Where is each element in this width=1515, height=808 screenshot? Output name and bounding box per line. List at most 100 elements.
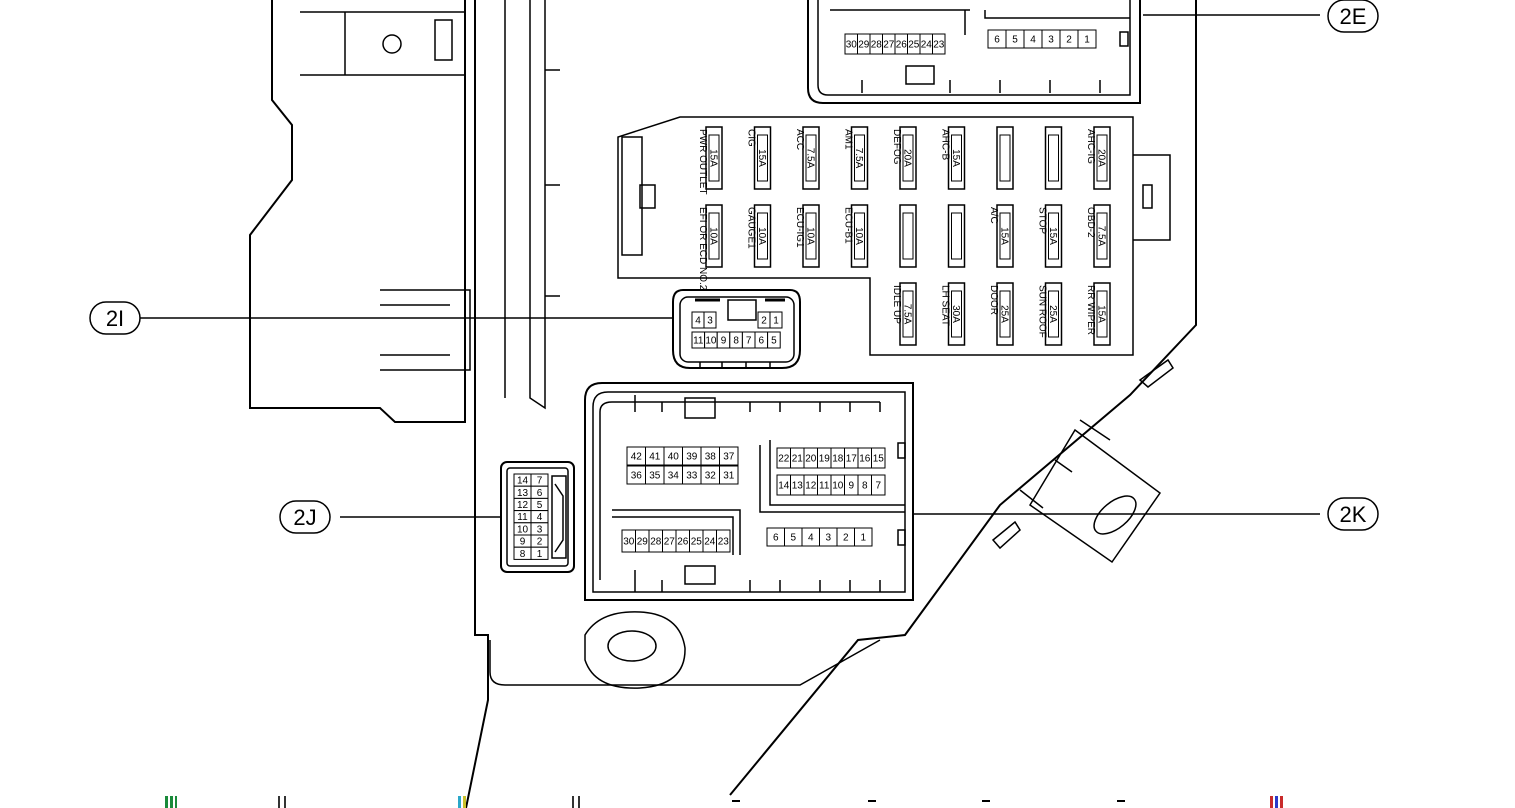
cropped-marks <box>165 796 1283 808</box>
connector-2j-pin-label: 13 <box>517 488 529 499</box>
fuse-element <box>708 134 720 182</box>
fuse-name: ACC <box>794 129 805 150</box>
connector-2k-pin-label: 40 <box>668 452 680 463</box>
fuse-slot <box>947 282 966 346</box>
connector-2k-pin-label: 42 <box>631 452 643 463</box>
fuse-slot <box>753 126 772 190</box>
fuse-rating: 7.5A <box>1096 226 1107 247</box>
connector-2e <box>807 0 1141 104</box>
connector-2k-pin-label: 23 <box>718 537 730 548</box>
fuse-name: GAUGE1 <box>746 207 757 249</box>
connector-2e-pin-label: 27 <box>883 40 895 51</box>
fuse-rating: 20A <box>902 149 913 167</box>
connector-2e-pin-label: 26 <box>896 40 908 51</box>
connector-2k-pin-label: 24 <box>704 537 716 548</box>
fuse-name: IDLE UP <box>891 285 902 324</box>
connector-2k-pin-label: 26 <box>677 537 689 548</box>
fuse-element <box>951 134 962 182</box>
connector-2j-pin-label: 4 <box>537 512 543 523</box>
connector-2k-pin-label: 1 <box>860 533 866 544</box>
connector-2i-pin-cell <box>769 311 783 329</box>
connector-2j-pin-label: 5 <box>537 500 543 511</box>
connector-2k-pin-label: 21 <box>792 454 804 465</box>
fuse-name: AHC-IG <box>1085 129 1096 164</box>
connector-2e-pin-label: 29 <box>858 40 870 51</box>
connector-2k-pin-label: 8 <box>862 481 868 492</box>
fuse-element <box>757 212 768 260</box>
connector-2k-pin-label: 41 <box>649 452 661 463</box>
connector-2i-pin-label: 8 <box>733 336 739 347</box>
connector-2j-pin-label: 1 <box>537 549 543 560</box>
fuse-element <box>902 134 914 182</box>
connector-2i <box>672 289 801 369</box>
connector-2i-pin-cell <box>767 331 781 349</box>
connector-2i-pin-label: 11 <box>693 336 704 347</box>
callout-2j: 2J <box>279 500 331 534</box>
connector-2i-pin-label: 10 <box>705 336 717 347</box>
fuse-rating: 15A <box>950 149 961 167</box>
fuse-name: AM1 <box>843 129 854 150</box>
fuse-slot <box>1093 282 1111 346</box>
fuse-rating: 7.5A <box>853 148 864 169</box>
callout-2i-label: 2I <box>106 306 124 331</box>
fuse-name: A/C <box>988 207 999 224</box>
connector-2i-pin-cell <box>703 311 717 329</box>
fuse-slot <box>899 126 917 190</box>
fuse-element <box>1096 290 1108 338</box>
connector-2e-pin-label: 2 <box>1066 35 1072 46</box>
fuse-name: ECU-IG1 <box>794 207 805 248</box>
fuse-rating: 10A <box>756 227 767 245</box>
fuse-slot <box>802 126 820 190</box>
connector-2k-pin-label: 35 <box>649 471 661 482</box>
callout-2e: 2E <box>1327 0 1379 33</box>
connector-2k-pin-label: 10 <box>832 481 844 492</box>
connector-2k-pin-label: 13 <box>792 481 804 492</box>
connector-2k-pin-label: 27 <box>664 537 676 548</box>
connector-2i-pin-label: 6 <box>759 336 765 347</box>
fuse-slot <box>753 204 772 268</box>
connector-2k-pin-label: 22 <box>778 454 790 465</box>
callout-2j-label: 2J <box>293 505 316 530</box>
fuse-slot <box>947 126 966 190</box>
fuse-element <box>999 290 1011 338</box>
fuse-name: DEFOG <box>891 129 902 165</box>
fuse-element <box>951 212 962 260</box>
fuse-slot <box>899 282 917 346</box>
connector-2j-pin-label: 9 <box>520 537 526 548</box>
fuse-element <box>854 134 865 182</box>
connector-2k-pin-cell <box>854 527 873 547</box>
connector-2e-pin-cell <box>932 33 946 55</box>
callout-2i: 2I <box>89 301 141 335</box>
connector-2j-pin-label: 11 <box>517 512 528 523</box>
fuse-slot <box>996 126 1014 190</box>
connector-2k <box>584 382 914 601</box>
connector-2k-pin-label: 38 <box>705 452 717 463</box>
fuse-slot <box>996 282 1014 346</box>
connector-2k-pin-label: 34 <box>668 471 680 482</box>
fuse-rating: 7.5A <box>902 304 913 325</box>
fuse-name: SUN ROOF <box>1037 285 1048 338</box>
fuse-element <box>902 290 914 338</box>
fuse-element <box>805 134 817 182</box>
connector-2i-pin-label: 9 <box>721 336 727 347</box>
fuse-element <box>951 290 962 338</box>
fuse-rating: 25A <box>1047 305 1058 323</box>
connector-2k-pin-label: 39 <box>686 452 698 463</box>
fuse-panel <box>617 116 1171 356</box>
fuse-name: AHC-B <box>940 129 951 160</box>
fuse-name: STOP <box>1037 207 1048 234</box>
fuse-name: ECU-B1 <box>843 207 854 244</box>
connector-2k-pin-label: 4 <box>808 533 814 544</box>
connector-2j-pin-label: 8 <box>520 549 526 560</box>
fuse-slot <box>705 204 723 268</box>
leader-lines <box>140 14 1320 518</box>
connector-2k-pin-label: 19 <box>819 454 831 465</box>
fuse-element <box>1048 212 1059 260</box>
connector-2k-pin-label: 12 <box>805 481 817 492</box>
connector-2k-pin-label: 29 <box>637 537 649 548</box>
